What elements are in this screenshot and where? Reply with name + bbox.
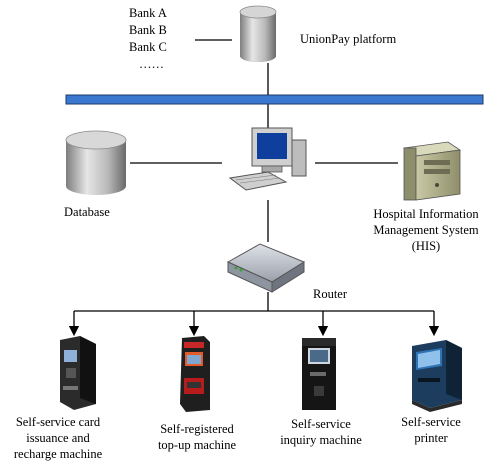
unionpay-label: UnionPay platform [300, 32, 397, 46]
router-icon [226, 243, 306, 293]
bank-a-label: Bank A [129, 6, 167, 20]
machine-4-line-2: printer [414, 431, 448, 445]
network-bus [65, 94, 484, 105]
router-label: Router [313, 287, 348, 301]
machine-3-line-2: inquiry machine [280, 433, 362, 447]
his-label: Hospital Information Management System (… [373, 206, 478, 254]
machine-4-label: Self-service printer [401, 414, 461, 446]
unionpay-server-icon [239, 5, 277, 62]
machine-3-line-1: Self-service [280, 416, 362, 432]
printer-kiosk-icon [412, 340, 462, 412]
inquiry-kiosk-icon [302, 338, 336, 410]
machine-2-line-1: Self-registered [160, 422, 234, 436]
top-up-kiosk-icon [180, 336, 210, 412]
machine-3-label: Self-service inquiry machine [280, 416, 362, 448]
machine-3-line-1b: service [315, 417, 351, 431]
his-server-icon [402, 141, 462, 201]
workstation-pc-icon [228, 127, 307, 191]
machine-1-label: Self-service card issuance and recharge … [14, 414, 102, 462]
his-label-line-1: Hospital Information [373, 207, 479, 221]
machine-2-label: Self-registered top-up machine [158, 421, 236, 453]
his-label-line-2: Management System [373, 223, 479, 237]
bank-c-label: Bank C [129, 40, 167, 54]
his-label-line-3: (HIS) [411, 239, 441, 253]
card-issuance-kiosk-icon [60, 336, 96, 410]
machine-4-line-1: Self-service [401, 415, 461, 429]
bank-more-label: …… [139, 57, 164, 71]
connections [68, 39, 440, 337]
machine-2-line-2: top-up machine [157, 438, 237, 452]
database-icon [65, 130, 127, 195]
bank-b-label: Bank B [129, 23, 167, 37]
machine-1-line-3: recharge machine [13, 447, 103, 461]
machine-1-line-1: Self-service card [15, 415, 101, 429]
machine-3-line-1a: Self- [291, 417, 316, 431]
bank-list: Bank A Bank B Bank C …… [129, 5, 167, 73]
machine-1-line-2: issuance and [26, 431, 90, 445]
database-label: Database [64, 205, 110, 219]
